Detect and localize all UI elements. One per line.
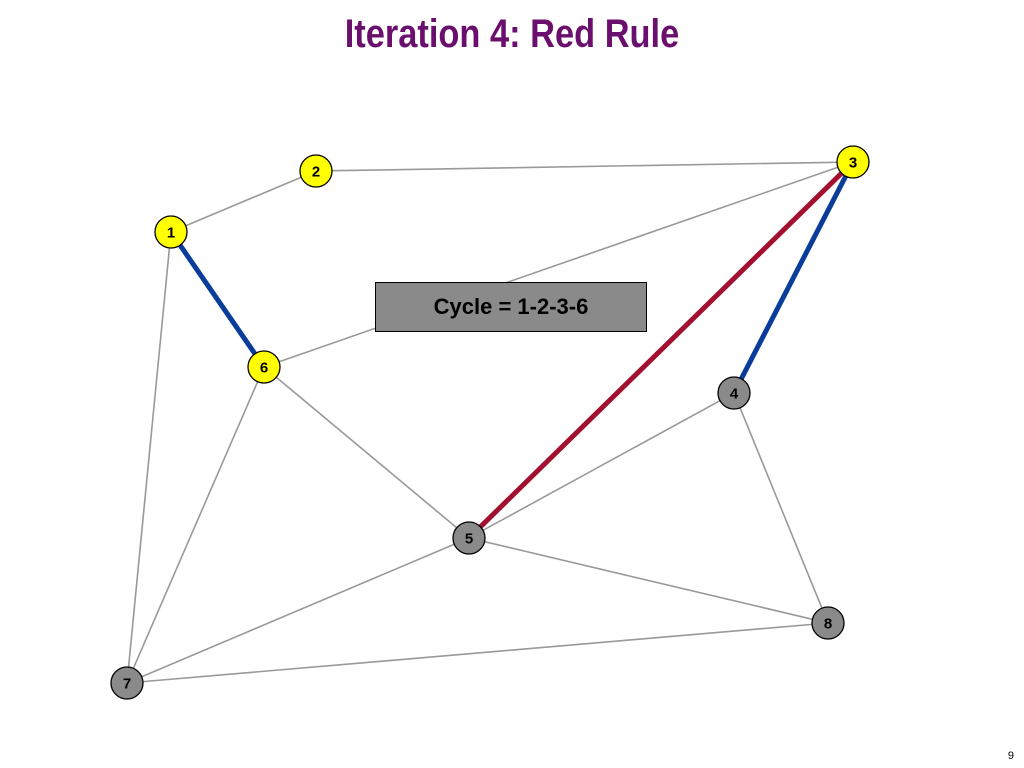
edge-5-4 [482,399,721,532]
node-label: 7 [123,676,131,693]
cycle-label-box: Cycle = 1-2-3-6 [375,282,647,332]
node-circle [247,350,281,384]
node-label: 4 [730,386,739,403]
page-number: 9 [1007,750,1014,762]
node-6: 6 [247,350,281,384]
edge-1-7 [127,247,171,668]
edge-1-2 [185,176,302,227]
node-circle [154,215,188,249]
node-3: 3 [836,145,870,179]
edge-4-8 [739,407,823,609]
node-4: 4 [717,376,751,410]
edge-3-5-red [478,171,844,529]
node-8: 8 [811,606,845,640]
node-label: 2 [312,164,320,181]
slide-title: Iteration 4: Red Rule [344,12,680,56]
node-label: 6 [260,360,268,377]
node-2: 2 [299,154,333,188]
edge-7-8 [142,623,813,683]
node-1: 1 [154,215,188,249]
edge-2-3 [331,161,838,172]
node-circle [299,154,333,188]
edges-layer [127,161,848,683]
node-circle [836,145,870,179]
node-label: 1 [167,225,175,242]
edge-6-3 [278,166,839,363]
nodes-layer: 1 2 3 4 5 6 7 8 [110,145,870,700]
edge-6-7 [132,381,259,669]
edge-6-5 [275,376,458,529]
node-circle [110,666,144,700]
cycle-label: Cycle = 1-2-3-6 [433,294,589,319]
node-7: 7 [110,666,144,700]
node-circle [452,521,486,555]
edge-1-6-tree [178,243,257,356]
node-label: 3 [849,155,857,172]
node-circle [717,376,751,410]
node-5: 5 [452,521,486,555]
edge-7-5 [141,543,455,678]
edge-5-8 [484,540,813,621]
edge-3-4-tree [739,175,848,380]
node-circle [811,606,845,640]
node-label: 8 [824,616,832,633]
node-label: 5 [465,531,473,548]
